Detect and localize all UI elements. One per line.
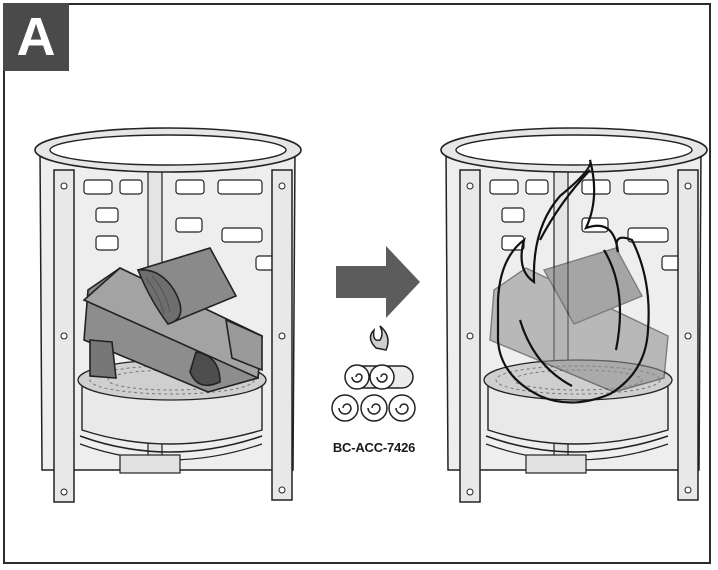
- right-arrow-icon: [336, 246, 420, 318]
- fire-starter-bundle-icon: [332, 326, 415, 421]
- product-code-label: BC-ACC-7426: [318, 440, 430, 455]
